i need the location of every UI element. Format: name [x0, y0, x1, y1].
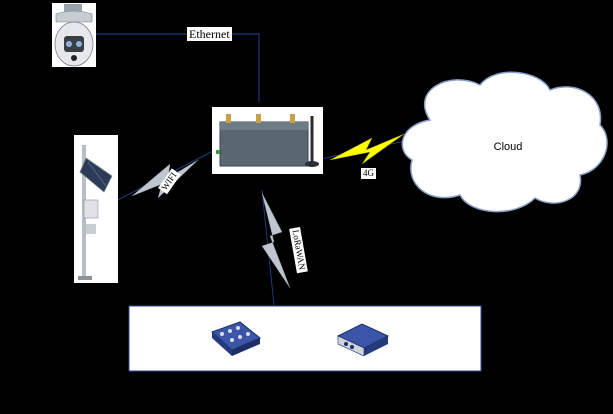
cellular-label: 4G — [361, 168, 376, 179]
io-module-icon — [211, 321, 261, 356]
ethernet-link-line — [96, 33, 260, 102]
gateway-box-icon — [336, 323, 390, 357]
cloud-label: Cloud — [494, 141, 523, 153]
sensor-group-box — [128, 305, 482, 372]
ethernet-label: Ethernet — [187, 27, 232, 41]
cloud-shape: Cloud — [401, 71, 608, 213]
cellular-bolt-icon — [329, 133, 405, 165]
dome-camera-icon — [52, 3, 96, 67]
lora-bolt-icon — [261, 192, 291, 289]
industrial-router-icon — [212, 107, 323, 174]
solar-weather-station-icon — [74, 135, 118, 283]
